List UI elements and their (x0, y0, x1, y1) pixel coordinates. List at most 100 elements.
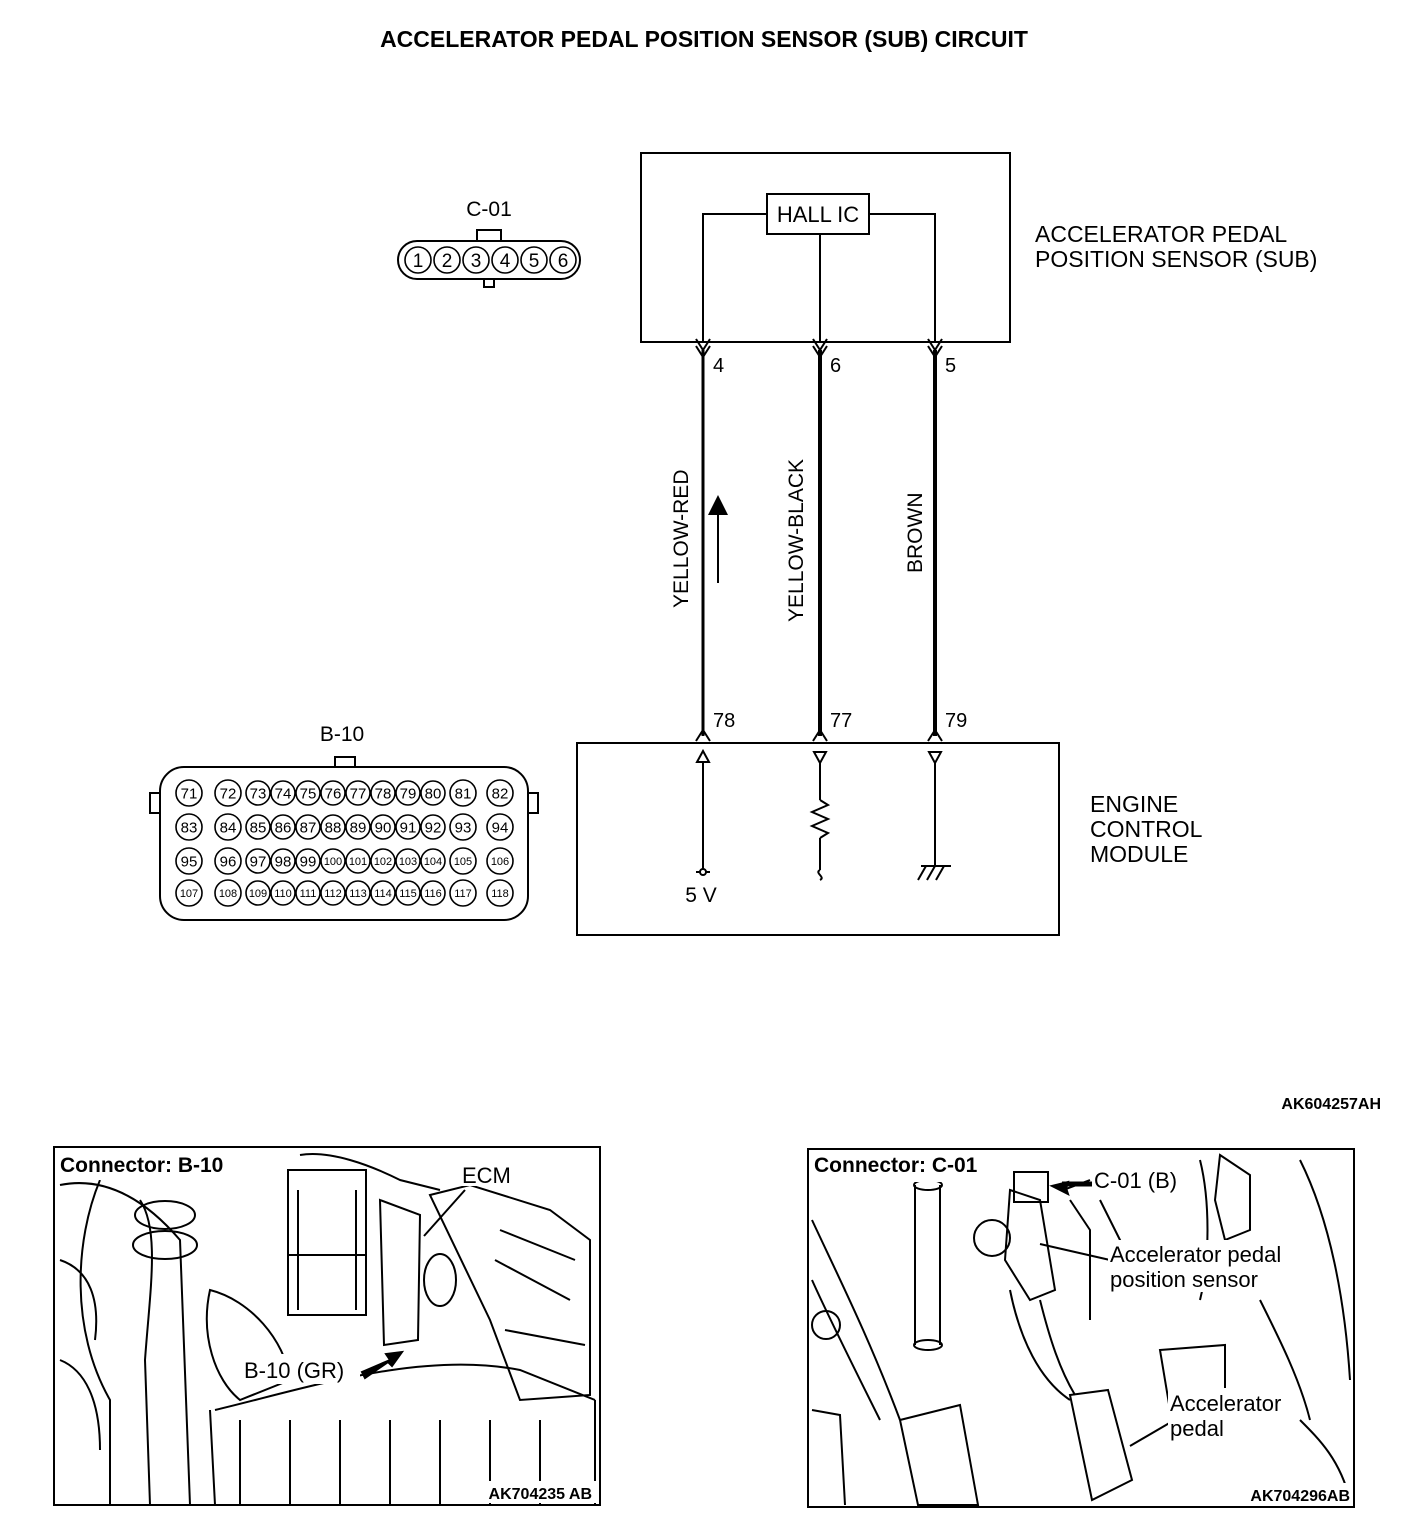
connector-pin: 115 (395, 880, 421, 906)
pedal-callout-bg (1168, 1388, 1298, 1444)
connector-pin-label: 116 (424, 888, 442, 900)
connector-pin-label: 1 (413, 251, 424, 272)
connector-pin-label: 3 (471, 251, 482, 272)
connector-pin-label: 109 (249, 888, 267, 900)
connector-pin-label: 112 (324, 888, 342, 900)
sensor-callout-line1: Accelerator pedal (1110, 1242, 1281, 1267)
connector-pin: 108 (214, 879, 242, 907)
connector-pin: 79 (395, 780, 421, 806)
supply-5v-label: 5 V (685, 884, 717, 907)
c01-callout-bg (1092, 1166, 1190, 1194)
connector-pin: 117 (449, 879, 477, 907)
connector-pin-label: 6 (558, 251, 569, 272)
sensor-terminal-5: 5 (945, 355, 956, 377)
connector-pin-label: 106 (491, 856, 509, 868)
connector-pin-label: 108 (219, 888, 237, 900)
photo-c01-code: AK704296AB (1250, 1488, 1350, 1505)
connector-pin: 74 (270, 780, 296, 806)
connector-pin: 2 (433, 246, 461, 274)
connector-pin: 86 (270, 814, 296, 840)
connector-pin: 109 (245, 880, 271, 906)
connector-pin-label: 88 (325, 819, 342, 836)
supply-5v-symbol (695, 748, 711, 876)
connector-pin: 72 (214, 779, 242, 807)
connector-pin-label: 105 (454, 856, 472, 868)
connector-pin-label: 82 (492, 785, 509, 802)
connector-pin-label: 99 (300, 853, 317, 870)
b10-callout: B-10 (GR) (244, 1358, 344, 1383)
connector-pin: 84 (214, 813, 242, 841)
connector-pin-label: 75 (300, 785, 317, 802)
connector-pin-label: 5 (529, 251, 540, 272)
connector-pin: 113 (345, 880, 371, 906)
resistor-symbol (809, 751, 831, 881)
ecm-leader-line (423, 1189, 466, 1237)
connector-pin-label: 74 (275, 785, 292, 802)
connector-pin: 1 (404, 246, 432, 274)
photo-b10-panel (53, 1146, 601, 1506)
connector-pin-label: 90 (375, 819, 392, 836)
ecm-terminal-marks (695, 728, 943, 742)
connector-pin: 90 (370, 814, 396, 840)
connector-pin: 85 (245, 814, 271, 840)
connector-pin-label: 114 (374, 888, 392, 900)
connector-pin: 116 (420, 880, 446, 906)
connector-pin: 4 (491, 246, 519, 274)
connector-pin: 111 (295, 880, 321, 906)
connector-pin-label: 80 (425, 785, 442, 802)
connector-pin: 102 (370, 848, 396, 874)
connector-pin-label: 101 (349, 856, 367, 868)
connector-pin: 80 (420, 780, 446, 806)
pedal-callout-line1: Accelerator (1170, 1391, 1281, 1416)
sensor-label-line1: ACCELERATOR PEDAL (1035, 221, 1287, 247)
connector-pin-label: 111 (300, 888, 317, 900)
connector-pin: 92 (420, 814, 446, 840)
wire-label-brown: BROWN (904, 493, 927, 574)
photo-c01-heading-bg (812, 1152, 1010, 1182)
connector-pin-label: 87 (300, 819, 317, 836)
ecm-terminal-78: 78 (713, 710, 735, 732)
connector-pin: 101 (345, 848, 371, 874)
c01-callout: C-01 (B) (1094, 1168, 1177, 1193)
connector-pin-label: 97 (250, 853, 267, 870)
connector-c01-label: C-01 (466, 198, 512, 221)
connector-pin: 118 (486, 879, 514, 907)
connector-pin-label: 85 (250, 819, 267, 836)
connector-pin-label: 77 (350, 785, 367, 802)
connector-pin: 81 (449, 779, 477, 807)
connector-pin: 110 (270, 880, 296, 906)
connector-pin-label: 72 (220, 785, 237, 802)
photo-c01-heading: Connector: C-01 (814, 1154, 978, 1177)
sensor-label-line2: POSITION SENSOR (SUB) (1035, 246, 1317, 272)
connector-pin: 76 (320, 780, 346, 806)
pedal-area-illustration (811, 1153, 1351, 1506)
connector-pin-label: 96 (220, 853, 237, 870)
connector-pin: 6 (549, 246, 577, 274)
connector-pin: 82 (486, 779, 514, 807)
ecm-callout-bg (460, 1158, 520, 1186)
photo-c01-panel (807, 1148, 1355, 1508)
hall-ic-lead-left (702, 213, 767, 342)
ecm-box (576, 742, 1060, 936)
sensor-callout-bg (1108, 1240, 1308, 1292)
engine-bay-illustration (59, 1153, 596, 1506)
hall-ic-lead-right (869, 213, 936, 342)
ecm-terminal-79: 79 (945, 710, 967, 732)
connector-pin-label: 2 (442, 251, 453, 272)
connector-b10-face (149, 756, 539, 921)
connector-pin: 93 (449, 813, 477, 841)
page-title: ACCELERATOR PEDAL POSITION SENSOR (SUB) … (380, 26, 1028, 52)
connector-pin: 3 (462, 246, 490, 274)
photo-b10-heading-bg (58, 1150, 258, 1180)
connector-pin: 98 (270, 848, 296, 874)
connector-pin: 78 (370, 780, 396, 806)
connector-pin-label: 81 (455, 785, 472, 802)
ground-symbol (917, 751, 951, 881)
connector-pin: 114 (370, 880, 396, 906)
connector-pin-label: 91 (400, 819, 417, 836)
connector-pin: 89 (345, 814, 371, 840)
connector-pin: 73 (245, 780, 271, 806)
connector-pin-label: 117 (454, 888, 472, 900)
